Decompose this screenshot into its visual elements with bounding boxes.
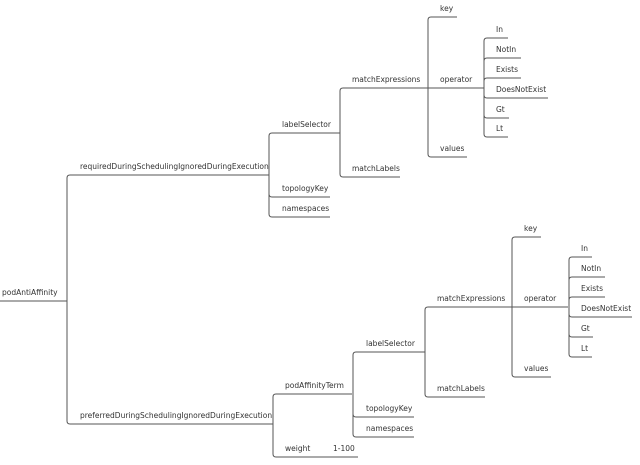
label-selector-node-connector — [352, 351, 425, 394]
weight-node[interactable]: weight — [285, 444, 311, 453]
operator-option-node[interactable]: Lt — [496, 124, 504, 133]
values-node-connector — [427, 88, 467, 158]
operator-option-node[interactable]: Exists — [581, 284, 604, 293]
label-selector-node[interactable]: labelSelector — [282, 120, 331, 129]
operator-option-node-connector — [568, 256, 592, 307]
values-node[interactable]: values — [524, 364, 549, 373]
namespaces-node[interactable]: namespaces — [282, 204, 330, 213]
pod-affinity-term-node-connector — [272, 393, 352, 424]
operator-node[interactable]: operator — [524, 294, 557, 303]
topology-key-node[interactable]: topologyKey — [366, 404, 413, 413]
operator-option-node[interactable]: NotIn — [581, 264, 602, 273]
required-node[interactable]: requiredDuringSchedulingIgnoredDuringExe… — [80, 162, 269, 171]
match-labels-node-connector — [339, 133, 400, 178]
root-node[interactable]: podAntiAffinity — [2, 288, 58, 297]
operator-option-node-connector — [483, 88, 508, 138]
operator-option-node-connector — [568, 276, 605, 307]
weight-node-connector — [272, 424, 358, 458]
operator-node[interactable]: operator — [440, 75, 473, 84]
match-expressions-node-connector — [339, 87, 428, 133]
topology-key-node[interactable]: topologyKey — [282, 184, 329, 193]
preferred-node[interactable]: preferredDuringSchedulingIgnoredDuringEx… — [80, 411, 273, 420]
operator-option-node[interactable]: DoesNotExist — [581, 304, 632, 313]
preferred-node-connector — [66, 301, 273, 425]
required-node-connector — [66, 174, 269, 301]
match-expressions-node[interactable]: matchExpressions — [352, 75, 421, 84]
operator-option-node[interactable]: Exists — [496, 65, 519, 74]
values-node-connector — [511, 307, 551, 378]
label-selector-node-connector — [268, 132, 340, 175]
operator-option-node-connector — [483, 57, 521, 88]
label-selector-node[interactable]: labelSelector — [366, 339, 415, 348]
namespaces-node[interactable]: namespaces — [366, 424, 414, 433]
match-labels-node[interactable]: matchLabels — [352, 164, 400, 173]
operator-option-node[interactable]: DoesNotExist — [496, 85, 547, 94]
operator-option-node[interactable]: Lt — [581, 344, 589, 353]
operator-option-node-connector — [568, 296, 605, 307]
operator-option-node[interactable]: NotIn — [496, 45, 517, 54]
values-node[interactable]: values — [440, 144, 465, 153]
match-labels-node-connector — [424, 352, 485, 398]
operator-option-node-connector — [483, 77, 521, 88]
operator-option-node[interactable]: In — [581, 244, 588, 253]
match-expressions-node-connector — [424, 306, 512, 352]
key-node[interactable]: key — [524, 224, 538, 233]
pod-affinity-term-node[interactable]: podAffinityTerm — [285, 381, 344, 390]
operator-option-node-connector — [568, 307, 592, 358]
key-node[interactable]: key — [440, 4, 454, 13]
key-node-connector — [427, 16, 457, 88]
operator-option-node[interactable]: In — [496, 25, 503, 34]
namespaces-node-connector — [352, 394, 414, 438]
operator-option-node-connector — [483, 37, 508, 88]
operator-option-node[interactable]: Gt — [581, 324, 590, 333]
namespaces-node-connector — [268, 175, 330, 218]
match-labels-node[interactable]: matchLabels — [437, 384, 485, 393]
operator-option-node[interactable]: Gt — [496, 105, 505, 114]
weight-range: 1-100 — [333, 444, 355, 453]
match-expressions-node[interactable]: matchExpressions — [437, 294, 506, 303]
key-node-connector — [511, 236, 541, 307]
